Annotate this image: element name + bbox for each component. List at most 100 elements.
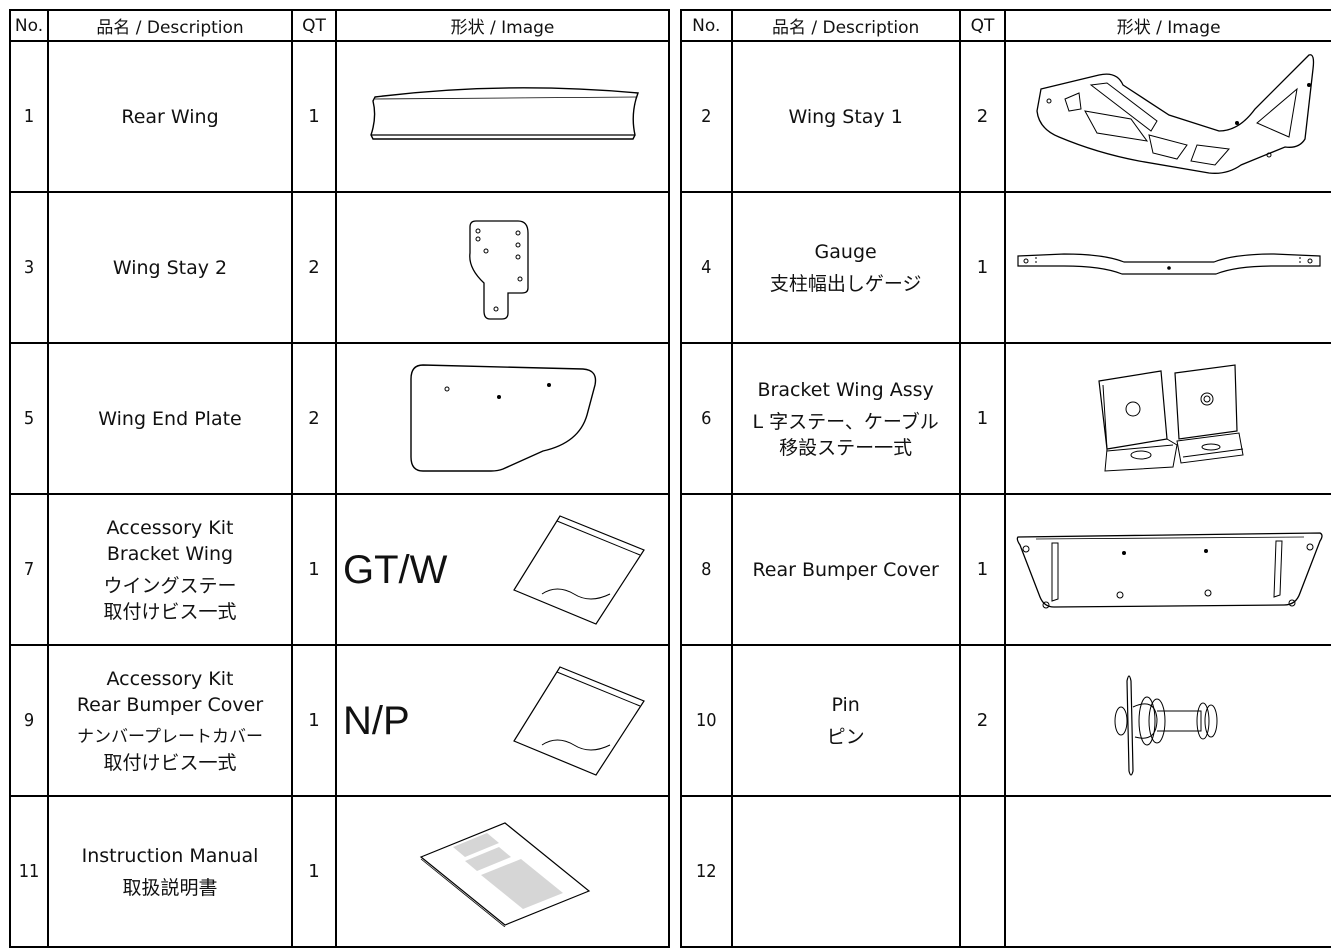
table-row: 5 Wing End Plate 2 [9, 342, 670, 495]
item-quantity: 1 [291, 493, 337, 646]
wing-stay-2-icon [468, 219, 529, 320]
item-quantity: 2 [291, 342, 337, 495]
bracket-icon [1097, 363, 1244, 472]
table-row: 4 Gauge 支柱幅出しゲージ 1 [680, 191, 1331, 344]
item-number: 3 [9, 191, 49, 344]
gauge-icon [1017, 252, 1321, 275]
description-line: 取付けビス一式 [103, 600, 237, 623]
item-description: Bracket Wing Assy L 字ステー、ケーブル 移設ステー一式 [730, 342, 961, 495]
item-image: N/P [335, 644, 670, 797]
item-description: Rear Bumper Cover [730, 493, 961, 646]
item-quantity: 1 [958, 342, 1007, 495]
item-description: Instruction Manual 取扱説明書 [47, 795, 293, 948]
item-description: Pin ピン [730, 644, 961, 797]
table-row: 12 [680, 795, 1331, 948]
item-number: 8 [680, 493, 733, 646]
description-line: Instruction Manual [81, 844, 259, 867]
table-row: 6 Bracket Wing Assy L 字ステー、ケーブル 移設ステー一式 … [680, 342, 1331, 495]
description-line: Bracket Wing Assy [757, 378, 934, 401]
item-number: 2 [680, 40, 733, 193]
manual-icon [419, 821, 590, 927]
description-line: 取付けビス一式 [103, 751, 237, 774]
table-row: 9 Accessory Kit Rear Bumper Cover ナンバープレ… [9, 644, 670, 797]
item-number: 12 [680, 795, 733, 948]
table-row: 2 Wing Stay 1 2 [680, 40, 1331, 193]
item-description: Wing Stay 2 [47, 191, 293, 344]
table-row: 1 Rear Wing 1 [9, 40, 670, 193]
rear-wing-icon [369, 86, 639, 140]
item-image: GT/W [335, 493, 670, 646]
item-description [730, 795, 961, 948]
header-image: 形状 / Image [335, 9, 670, 42]
item-quantity: 2 [958, 644, 1007, 797]
description-line: Gauge [814, 240, 877, 263]
description-line: 取扱説明書 [122, 876, 218, 899]
bag-label: GT/W [343, 547, 448, 592]
description-line: 支柱幅出しゲージ [769, 272, 922, 295]
header-description: 品名 / Description [47, 9, 293, 42]
item-number: 7 [9, 493, 49, 646]
bag-icon [513, 514, 645, 625]
item-image [335, 40, 670, 193]
bumper-cover-icon [1016, 531, 1323, 608]
item-quantity: 1 [291, 40, 337, 193]
end-plate-icon [409, 363, 596, 472]
wing-stay-1-icon [1035, 54, 1314, 174]
table-row: 11 Instruction Manual 取扱説明書 1 [9, 795, 670, 948]
description-line: Pin [831, 693, 860, 716]
parts-table-right: No. 品名 / Description QT 形状 / Image 2 Win… [680, 9, 1331, 948]
bag-icon [513, 665, 645, 776]
description-line: Rear Bumper Cover [76, 693, 264, 716]
header-no: No. [680, 9, 733, 42]
item-quantity [958, 795, 1007, 948]
item-description: Gauge 支柱幅出しゲージ [730, 191, 961, 344]
description-line: Wing Stay 2 [112, 256, 228, 279]
item-image [1004, 795, 1331, 948]
item-description: Wing End Plate [47, 342, 293, 495]
item-description: Rear Wing [47, 40, 293, 193]
description-line: Accessory Kit [106, 516, 234, 539]
table-row: 8 Rear Bumper Cover 1 [680, 493, 1331, 646]
item-image [1004, 493, 1331, 646]
table-row: 3 Wing Stay 2 2 [9, 191, 670, 344]
item-number: 6 [680, 342, 733, 495]
table-row: 10 Pin ピン 2 [680, 644, 1331, 797]
description-line: ピン [826, 725, 865, 748]
item-image [1004, 644, 1331, 797]
item-number: 4 [680, 191, 733, 344]
table-row: 7 Accessory Kit Bracket Wing ウイングステー 取付け… [9, 493, 670, 646]
description-line: Accessory Kit [106, 667, 234, 690]
description-line: Bracket Wing [106, 542, 234, 565]
parts-table-left: No. 品名 / Description QT 形状 / Image 1 Rea… [9, 9, 670, 948]
item-number: 5 [9, 342, 49, 495]
description-line: ウイングステー [103, 574, 237, 597]
item-image [335, 191, 670, 344]
item-image [1004, 40, 1331, 193]
item-quantity: 2 [291, 191, 337, 344]
description-line: 移設ステー一式 [779, 436, 913, 459]
item-description: Wing Stay 1 [730, 40, 961, 193]
pin-icon [1114, 674, 1218, 776]
header-image: 形状 / Image [1004, 9, 1331, 42]
item-description: Accessory Kit Rear Bumper Cover ナンバープレート… [47, 644, 293, 797]
header-qt: QT [291, 9, 337, 42]
header-description: 品名 / Description [730, 9, 961, 42]
item-image [1004, 191, 1331, 344]
description-line: L 字ステー、ケーブル [752, 410, 939, 433]
item-image [335, 342, 670, 495]
item-number: 10 [680, 644, 733, 797]
item-quantity: 1 [958, 493, 1007, 646]
bag-label: N/P [343, 698, 410, 743]
description-line: Wing End Plate [98, 407, 242, 430]
description-line: ナンバープレートカバー [77, 726, 263, 747]
header-qt: QT [958, 9, 1007, 42]
description-line: Rear Bumper Cover [752, 558, 939, 581]
item-quantity: 2 [958, 40, 1007, 193]
description-line: Wing Stay 1 [788, 105, 903, 128]
item-quantity: 1 [291, 795, 337, 948]
item-number: 1 [9, 40, 49, 193]
header-row: No. 品名 / Description QT 形状 / Image [9, 9, 670, 42]
item-image [1004, 342, 1331, 495]
item-quantity: 1 [958, 191, 1007, 344]
header-no: No. [9, 9, 49, 42]
